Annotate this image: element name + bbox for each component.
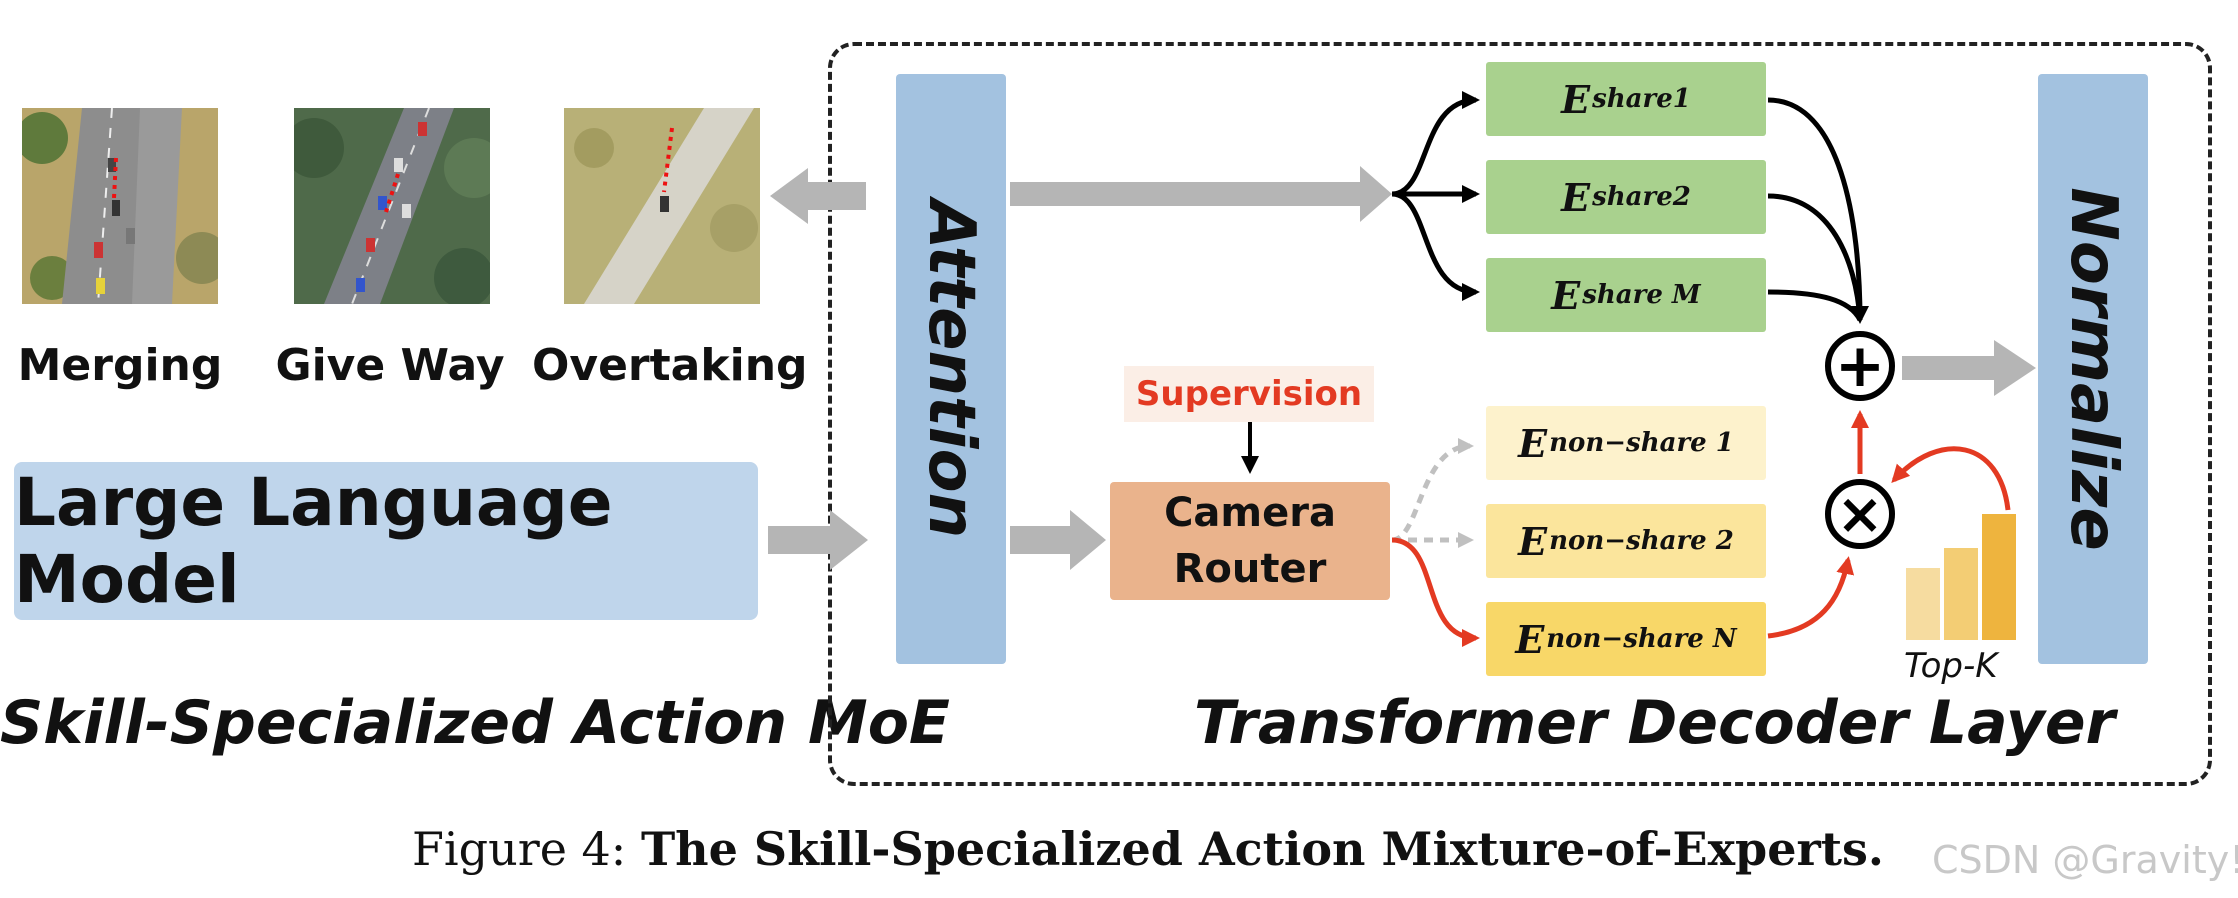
attention-bar: Attention [896, 74, 1006, 664]
router-line-2: Router [1173, 546, 1327, 592]
normalize-bar: Normalize [2038, 74, 2148, 664]
router-to-nonshare1 [1391, 438, 1474, 543]
topk-to-mult [1891, 446, 2011, 511]
left-title: Skill-Specialized Action MoE [0, 688, 950, 758]
scenario-label-give-way: Give Way [275, 340, 505, 391]
arrow-sum-to-normalize [1902, 340, 2036, 396]
figure-caption: Figure 4: The Skill-Specialized Action M… [412, 822, 1884, 876]
arrow-to-thumbnails [770, 168, 866, 224]
mult-symbol: × [1837, 482, 1884, 547]
multiply-operator: × [1825, 479, 1895, 549]
router-to-nonsharen [1391, 537, 1480, 647]
fanout-to-sharem [1391, 191, 1480, 301]
right-title: Transformer Decoder Layer [1194, 688, 2116, 758]
fanout-to-share1 [1391, 91, 1480, 197]
arrow-llm-to-attention [768, 510, 868, 570]
gray-arrows [768, 166, 2036, 570]
arrow-attention-to-router [1010, 510, 1106, 570]
supervision-label: Supervision [1135, 374, 1363, 414]
merging-thumbnail [22, 108, 218, 304]
arrow-attention-to-shared [1010, 166, 1392, 222]
decoder-layer-boundary [828, 42, 2212, 786]
share1-to-sum [1767, 97, 1869, 324]
give-way-thumbnail [294, 108, 490, 304]
topk-label: Top-K [1904, 646, 1998, 686]
sharem-to-sum [1767, 289, 1863, 322]
caption-prefix: Figure 4: [412, 822, 627, 876]
camera-router-box: Camera Router [1110, 482, 1390, 600]
sum-operator: + [1825, 331, 1895, 401]
scenario-label-merging: Merging [17, 340, 223, 391]
sum-symbol: + [1835, 331, 1885, 401]
caption-title: The Skill-Specialized Action Mixture-of-… [640, 822, 1884, 876]
llm-label: Large Language Model [14, 464, 613, 618]
nonsharen-to-mult [1767, 556, 1855, 639]
scenario-label-overtaking: Overtaking [532, 340, 808, 391]
router-line-1: Camera [1164, 490, 1336, 536]
supervision-box: Supervision [1124, 366, 1374, 422]
share2-to-sum [1767, 193, 1863, 321]
watermark: CSDN @Gravity! [1932, 838, 2238, 882]
topk-bars-icon [1906, 514, 2016, 640]
overtaking-thumbnail [564, 108, 760, 304]
llm-box: Large Language Model [14, 462, 758, 620]
